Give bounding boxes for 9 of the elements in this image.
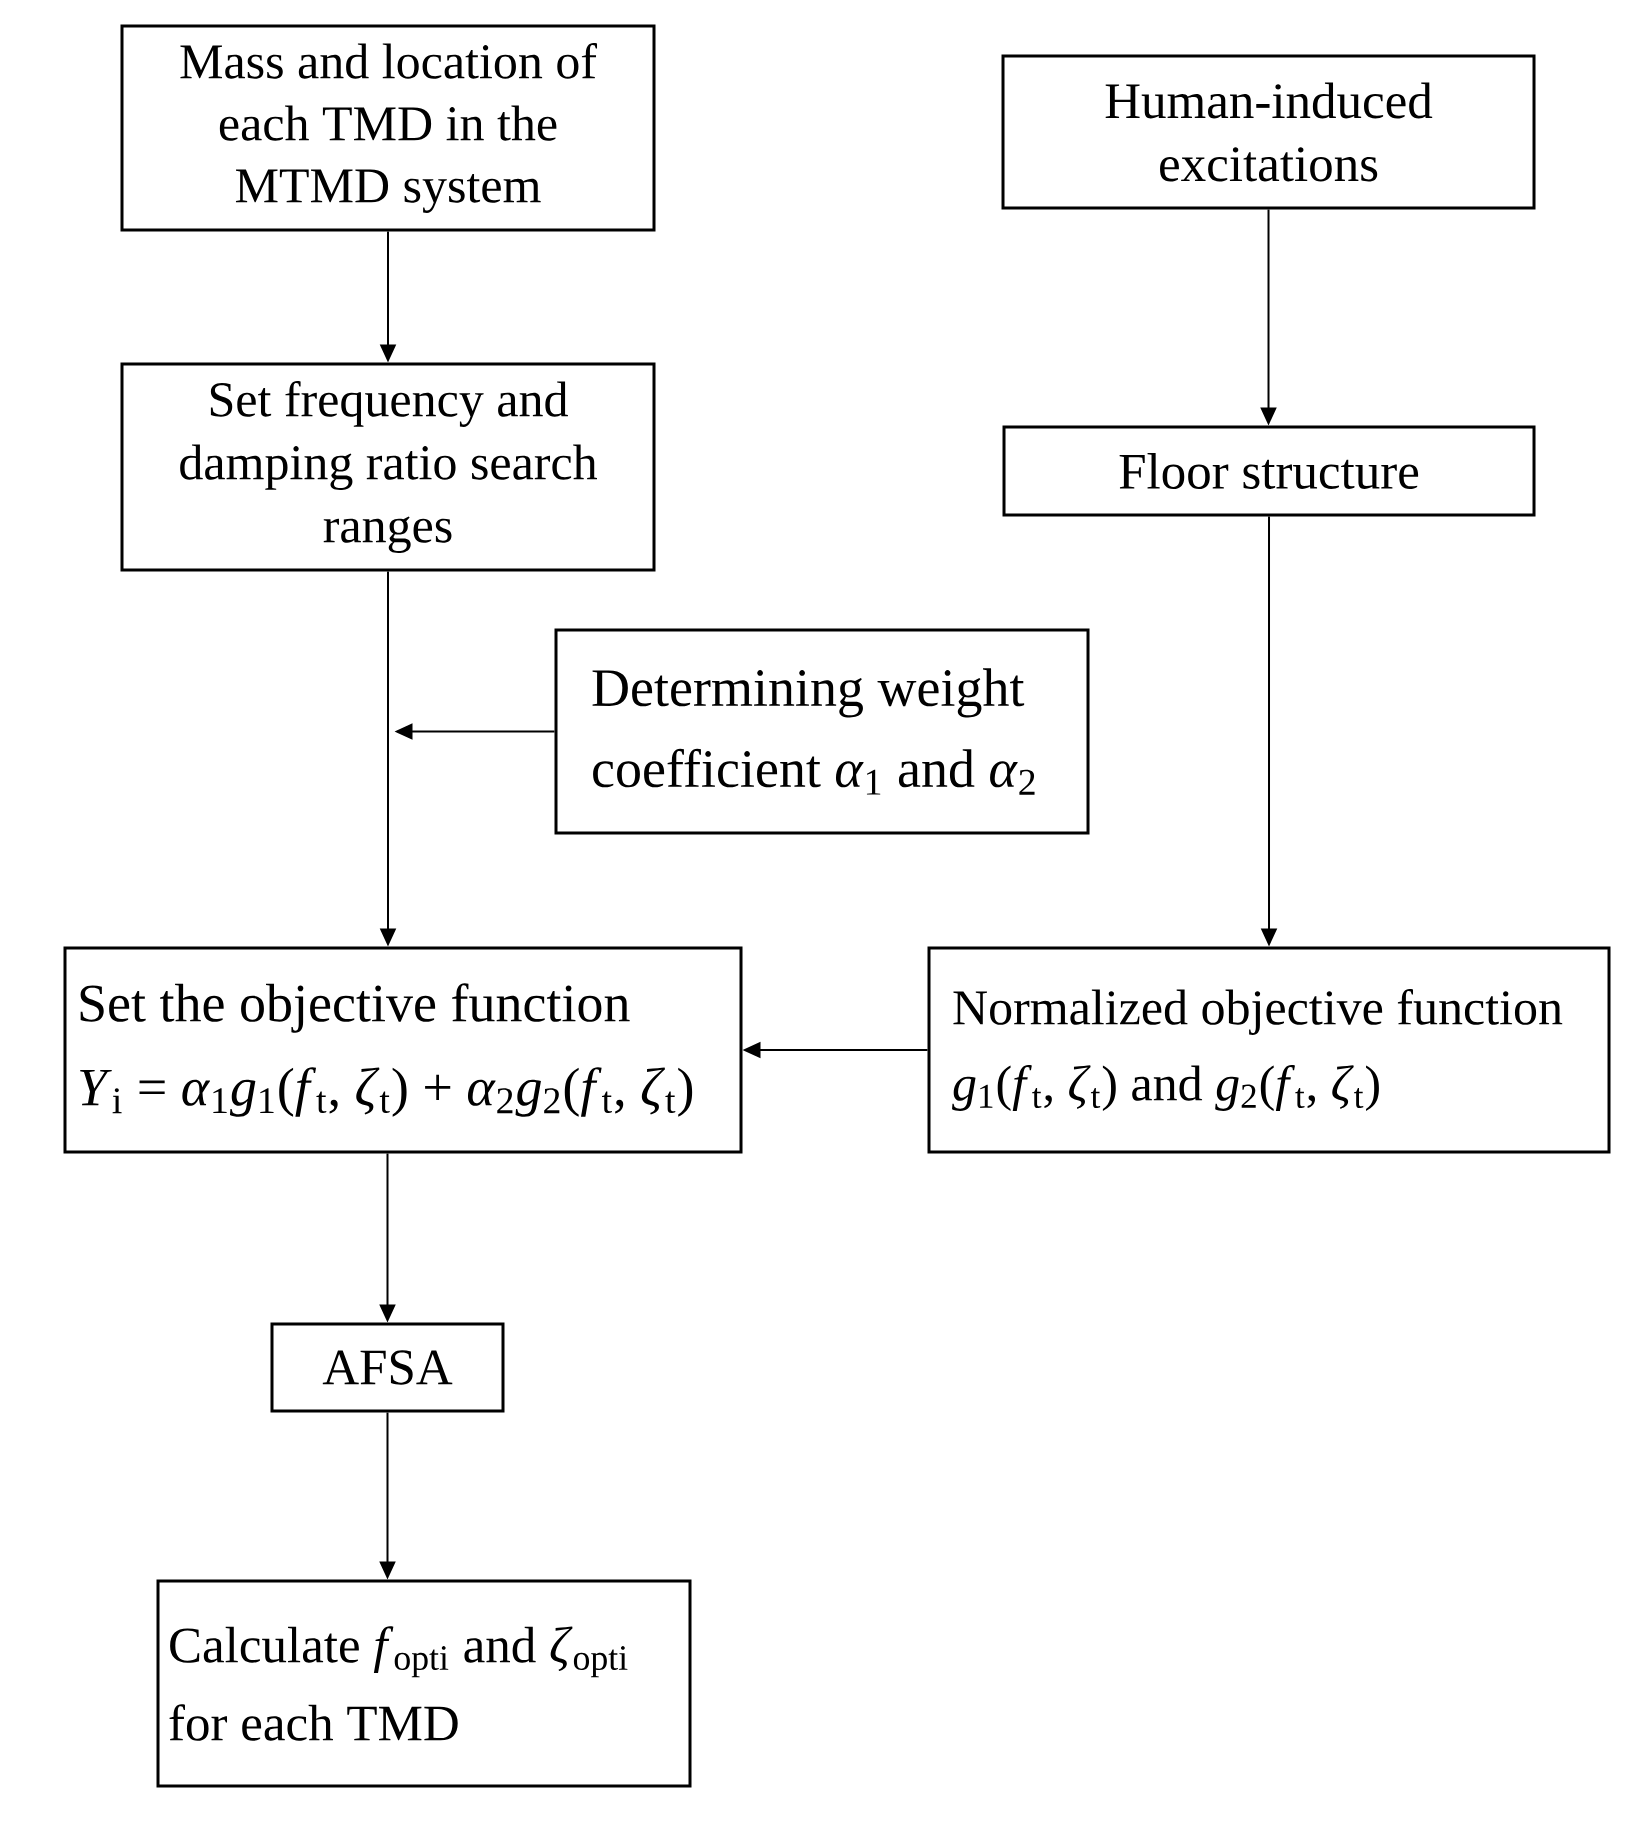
process-box: Calculate f$_{opti}$ and ζ$_{opti}$ for each TMD [156, 1579, 692, 1788]
process-box: Floor structure [1002, 425, 1536, 517]
process-box: AFSA [270, 1322, 505, 1413]
process-box: Normalized objective function g$_{1}$(f$_{t}$, ζ$_{t}$) and g$_{2}$(f$_{t}$, ζ$_{t}$) [927, 946, 1611, 1154]
process-box: Mass and location of each TMD in the MTMD system [120, 24, 656, 232]
process-box: Human-induced excitations [1001, 54, 1536, 210]
process-box: Set frequency and damping ratio search ranges [120, 362, 656, 572]
process-box: Determining weight coefficient α$_{1}$ and α$_{2}$ [554, 628, 1090, 835]
process-box: Set the objective function Y$_{i}$ = α$_{1}$g$_{1}$(f$_{t}$, ζ$_{t}$) + α$_{2}$g$_{2}$(f$_{t}$, ζ$_{t}$) [63, 946, 743, 1154]
